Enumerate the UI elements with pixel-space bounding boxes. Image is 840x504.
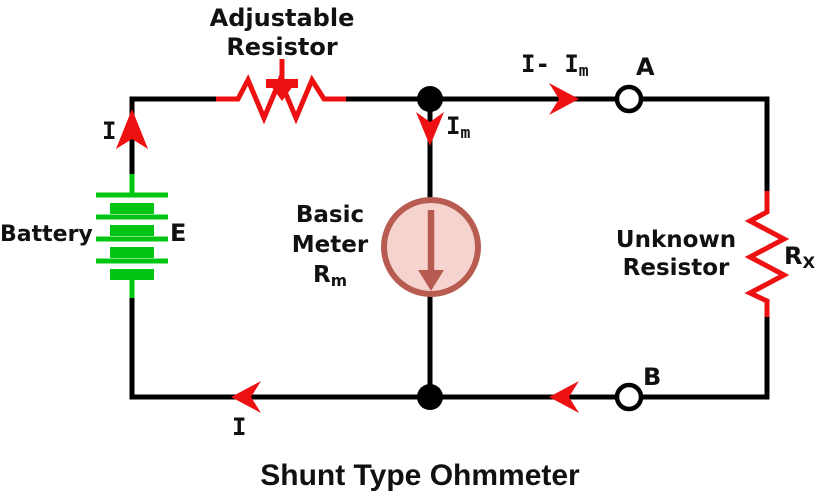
adjustable-resistor-label-line2: Resistor xyxy=(226,33,338,61)
battery-plate-short xyxy=(110,269,154,280)
current-arrows xyxy=(116,83,579,413)
meter-current-sub: m xyxy=(460,123,471,143)
meter-resistance-sub: m xyxy=(330,270,347,290)
terminal-b-circle xyxy=(614,382,644,412)
current-top-label: I xyxy=(102,117,117,145)
arrow-down-icon xyxy=(416,112,444,146)
rx-label-base: R xyxy=(784,242,803,270)
arrow-up-icon xyxy=(116,109,148,149)
basic-meter-label-line1: Basic xyxy=(295,202,365,228)
unknown-resistor-label-line2: Resistor xyxy=(622,255,730,281)
meter-arrow-tip xyxy=(418,270,444,291)
adjustable-resistor-icon xyxy=(216,59,346,125)
junction-dot-bottom xyxy=(417,384,443,410)
wire-top-left xyxy=(129,96,216,176)
meter-current-base: I xyxy=(446,112,461,140)
emf-label: E xyxy=(170,219,187,247)
battery-icon xyxy=(96,174,168,298)
meter-current-label: Im xyxy=(446,112,471,143)
basic-meter-label-line2: Meter xyxy=(291,232,369,258)
shunt-current-sub: m xyxy=(578,61,589,81)
junction-dot-top xyxy=(417,86,443,112)
battery-plate-short xyxy=(110,247,154,258)
adjustable-resistor-label-line1: Adjustable xyxy=(209,4,355,32)
shunt-current-label: I- Im xyxy=(521,50,589,81)
battery-label: Battery xyxy=(0,222,93,247)
wire-top-right xyxy=(346,96,770,191)
adjustable-resistor-tap-arrow xyxy=(271,86,293,101)
basic-meter-label: Basic Meter Rm xyxy=(270,200,390,290)
unknown-resistor-zigzag xyxy=(744,191,790,317)
terminal-a-label: A xyxy=(636,53,655,81)
terminal-a-circle xyxy=(614,84,644,114)
basic-meter-icon xyxy=(381,197,481,297)
battery-plate-short xyxy=(110,203,154,214)
adjustable-resistor-label: Adjustable Resistor xyxy=(192,4,372,62)
arrow-left-icon xyxy=(231,381,261,413)
diagram-title: Shunt Type Ohmmeter xyxy=(260,459,580,492)
unknown-resistor-label-line1: Unknown xyxy=(615,227,737,253)
basic-meter-symbol: Rm xyxy=(270,260,390,290)
adjustable-resistor-tap-bar xyxy=(266,79,298,88)
terminal-b-label: B xyxy=(643,363,662,391)
current-bottom-label: I xyxy=(232,413,247,441)
battery-plate-short xyxy=(110,225,154,236)
unknown-resistor-label: Unknown Resistor xyxy=(604,226,748,282)
rx-label: RX xyxy=(784,242,816,273)
arrow-left-icon xyxy=(549,381,579,413)
meter-resistance-base: R xyxy=(313,262,331,288)
wire-bottom xyxy=(129,297,770,400)
rx-label-sub: X xyxy=(802,253,816,273)
arrow-right-icon xyxy=(549,83,579,115)
shunt-current-base: I- I xyxy=(521,50,579,78)
